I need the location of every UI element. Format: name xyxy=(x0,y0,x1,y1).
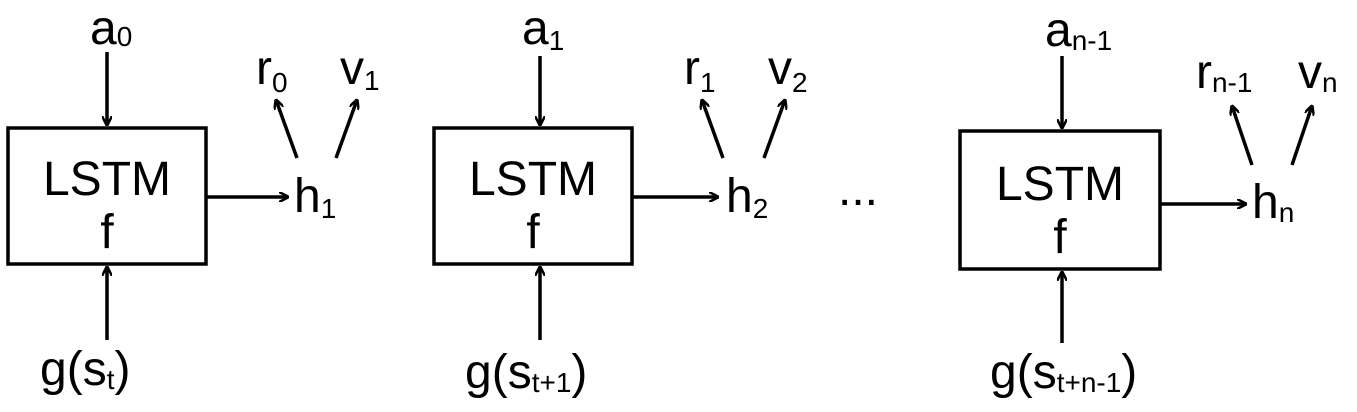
hidden-label-n: hn xyxy=(1252,176,1294,229)
lstm-box-n xyxy=(958,129,1162,271)
value-label-n: vn xyxy=(1298,46,1338,99)
state-label-1: g(st+1) xyxy=(465,346,587,399)
value-label-0: v1 xyxy=(340,42,380,96)
state-label-0: g(st) xyxy=(40,343,130,396)
lstm-box-0-title: LSTM xyxy=(43,153,171,206)
value-arrow-n xyxy=(1290,106,1312,166)
action-label-n: an-1 xyxy=(1045,4,1112,57)
value-arrow-1 xyxy=(762,100,785,159)
lstm-cell-0: LSTM f a0 g(st) h1 r0 v1 xyxy=(6,2,380,396)
lstm-box-1-function: f xyxy=(526,206,540,259)
reward-label-0: r0 xyxy=(256,42,288,98)
lstm-box-0-function: f xyxy=(100,206,114,259)
reward-arrow-0 xyxy=(276,100,299,159)
ellipsis: ... xyxy=(838,163,878,216)
reward-label-1: r1 xyxy=(684,42,716,98)
value-arrow-0 xyxy=(334,100,357,159)
lstm-box-1-title: LSTM xyxy=(469,153,597,206)
lstm-cell-n: LSTM f an-1 g(st+n-1) hn rn-1 vn xyxy=(958,4,1338,399)
reward-label-n: rn-1 xyxy=(1196,46,1252,99)
hidden-label-1: h2 xyxy=(726,170,768,224)
state-label-n: g(st+n-1) xyxy=(990,346,1137,399)
value-label-1: v2 xyxy=(768,42,808,98)
action-label-1: a1 xyxy=(522,2,564,56)
lstm-box-n-title: LSTM xyxy=(996,158,1124,211)
reward-arrow-n xyxy=(1232,106,1254,166)
reward-arrow-1 xyxy=(702,100,725,159)
lstm-cell-1: LSTM f a1 g(st+1) h2 r1 v2 xyxy=(432,2,808,399)
action-label-0: a0 xyxy=(90,2,132,55)
lstm-box-n-function: f xyxy=(1053,211,1067,264)
hidden-label-0: h1 xyxy=(294,170,336,224)
